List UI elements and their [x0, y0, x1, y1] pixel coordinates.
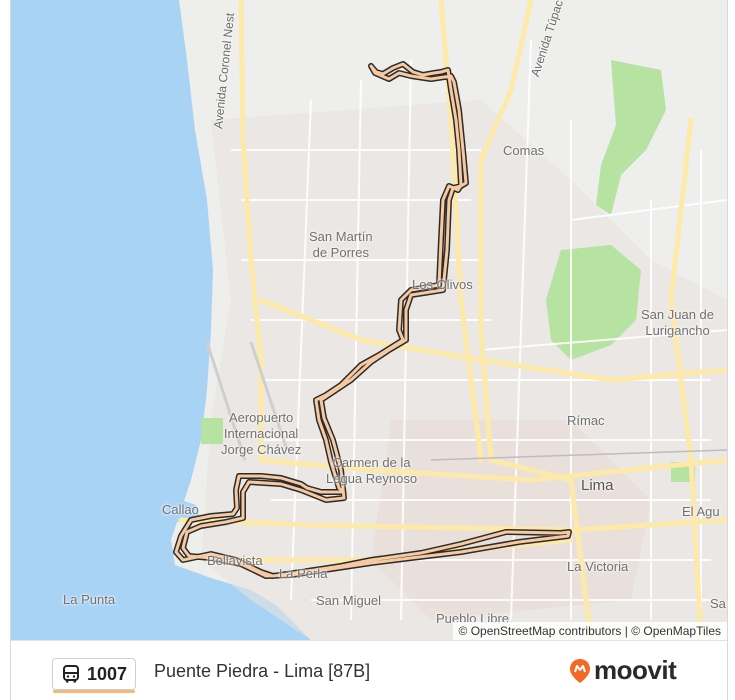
place-label-la-perla: La Perla	[279, 566, 328, 581]
place-label-comas: Comas	[503, 143, 545, 158]
place-label-callao: Callao	[162, 502, 199, 517]
place-label-el-agustino: El Agu	[682, 504, 720, 519]
place-label-san-juan: San Juan de Lurigancho	[641, 307, 714, 339]
place-label-la-victoria: La Victoria	[567, 559, 629, 574]
map-card: Comas San Martín de Porres Los Olivos Sa…	[10, 0, 728, 700]
route-badge: 1007	[52, 658, 137, 693]
place-label-line: San Juan de	[641, 307, 715, 322]
moovit-logo[interactable]: moovit	[569, 655, 677, 686]
place-label-los-olivos: Los Olivos	[412, 277, 473, 292]
route-color-bar	[53, 690, 136, 693]
place-label-line: Aeropuerto	[228, 410, 294, 425]
moovit-pin-icon	[570, 658, 590, 683]
place-label-san-miguel: San Miguel	[316, 593, 382, 608]
place-label-la-punta: La Punta	[63, 592, 116, 607]
place-label-rimac: Rímac	[567, 413, 605, 428]
place-label-lima: Lima	[581, 477, 614, 494]
ocean	[11, 0, 311, 640]
place-label-line: de Porres	[312, 245, 369, 260]
place-label-line: Legua Reynoso	[326, 471, 418, 486]
bus-icon	[63, 665, 79, 683]
place-label-line: San Martín	[309, 229, 373, 244]
place-label-san-martin: San Martín de Porres	[309, 229, 373, 261]
route-footer: 1007 Puente Piedra - Lima [87B] moovit	[11, 640, 727, 700]
place-label-bellavista: Bellavista	[207, 553, 263, 568]
place-label-sa: Sa	[710, 596, 726, 611]
place-label-line: Carmen de la	[332, 455, 411, 470]
place-label-line: Lurigancho	[645, 323, 710, 338]
park-north	[596, 60, 666, 215]
map-attribution[interactable]: © OpenStreetMap contributors | © OpenMap…	[452, 622, 727, 640]
place-label-line: Jorge Chávez	[221, 442, 302, 457]
park-east	[546, 245, 641, 360]
place-label-line: Internacional	[223, 426, 299, 441]
map-canvas	[11, 0, 727, 640]
brand-name: moovit	[594, 655, 677, 685]
route-number: 1007	[87, 663, 128, 684]
route-map[interactable]: Comas San Martín de Porres Los Olivos Sa…	[11, 0, 727, 640]
route-name: Puente Piedra - Lima [87B]	[154, 661, 371, 681]
place-label-airport: Aeropuerto Internacional Jorge Chávez	[221, 410, 301, 458]
place-label-carmen: Carmen de la Legua Reynoso	[326, 455, 417, 487]
